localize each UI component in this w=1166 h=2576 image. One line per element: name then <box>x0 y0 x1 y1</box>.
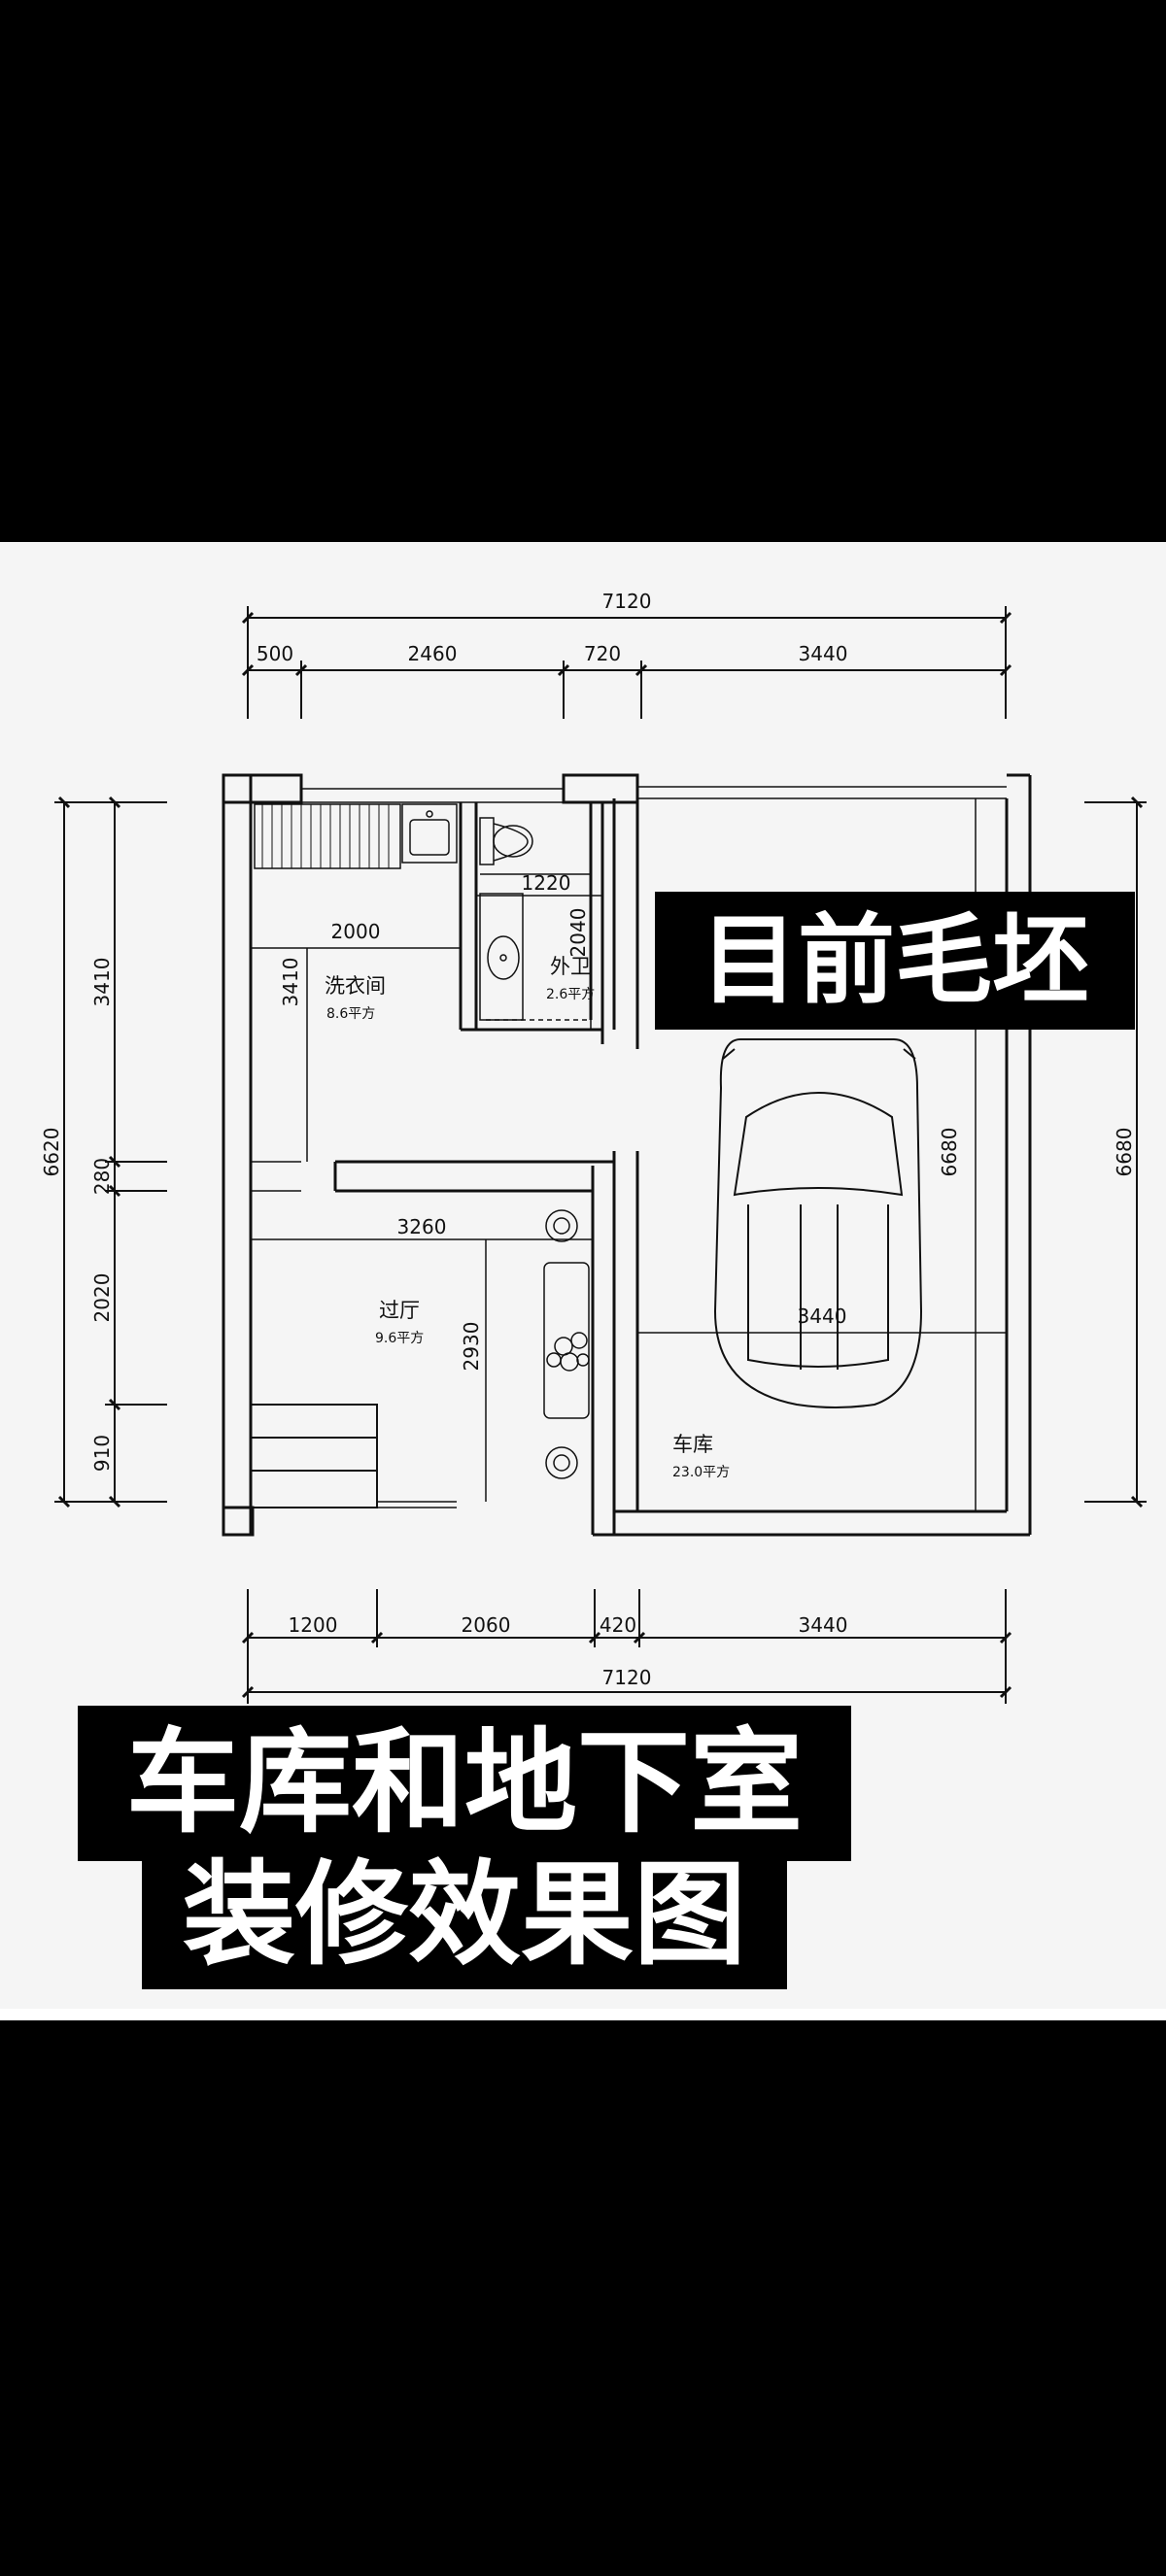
room-hall-name: 过厅 <box>379 1299 420 1322</box>
toilet <box>479 817 533 865</box>
dim-top-3: 720 <box>584 642 621 665</box>
room-bathroom-area: 2.6平方 <box>546 987 595 1002</box>
title-banner-line2: 装修效果图 <box>142 1842 787 1989</box>
status-banner: 目前毛坯 <box>655 892 1135 1030</box>
room-laundry-area: 8.6平方 <box>326 1006 375 1022</box>
room-garage-name: 车库 <box>672 1433 713 1456</box>
dim-right-total: 6680 <box>1113 1128 1136 1177</box>
dim-laundry-width: 2000 <box>331 920 381 943</box>
hall-planter <box>543 1209 590 1479</box>
dim-bottom-2: 2060 <box>462 1613 511 1637</box>
dim-left-1: 3410 <box>90 958 114 1007</box>
car-outline <box>713 1038 923 1408</box>
dim-garage-height: 6680 <box>938 1128 961 1177</box>
room-bathroom-name: 外卫 <box>550 955 591 978</box>
dim-left-3: 2020 <box>90 1273 114 1323</box>
dim-left-total: 6620 <box>40 1128 63 1177</box>
dim-hall-width: 3260 <box>397 1215 447 1238</box>
dim-laundry-height: 3410 <box>279 958 302 1007</box>
room-garage-area: 23.0平方 <box>672 1465 730 1480</box>
bathroom-vanity <box>479 873 591 1021</box>
dim-left-2: 280 <box>90 1158 114 1195</box>
dim-bottom-total: 7120 <box>602 1666 652 1689</box>
laundry-counter <box>254 803 458 869</box>
dim-top-2: 2460 <box>408 642 458 665</box>
dim-left-4: 910 <box>90 1435 114 1472</box>
title-banner-line1: 车库和地下室 <box>78 1706 851 1861</box>
dim-bath-width: 1220 <box>522 871 571 895</box>
room-hall-area: 9.6平方 <box>375 1331 424 1346</box>
dim-bath-height: 2040 <box>566 908 590 958</box>
dim-top-1: 500 <box>257 642 293 665</box>
dim-top-4: 3440 <box>799 642 848 665</box>
sheet-bottom-edge <box>0 2009 1166 2020</box>
dim-garage-width: 3440 <box>798 1305 847 1328</box>
dim-hall-height: 2930 <box>460 1322 483 1372</box>
dim-bottom-1: 1200 <box>289 1613 338 1637</box>
dim-bottom-4: 3440 <box>799 1613 848 1637</box>
room-laundry-name: 洗衣间 <box>325 974 386 998</box>
dim-top-total: 7120 <box>602 590 652 613</box>
dim-bottom-3: 420 <box>600 1613 636 1637</box>
